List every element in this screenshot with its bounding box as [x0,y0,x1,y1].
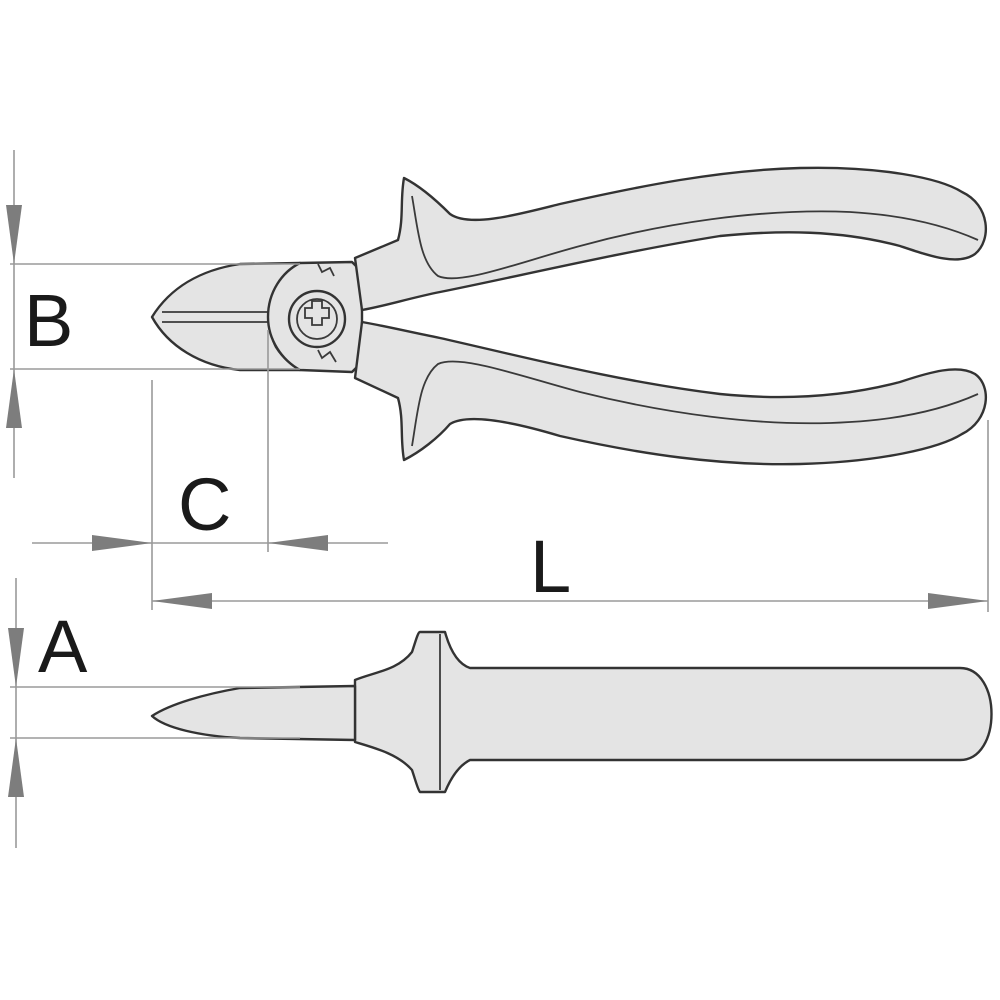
pliers-side-view [150,166,988,466]
pivot-notches [317,263,337,363]
top-view-handle [353,630,993,794]
dim-b-arrow-bottom [6,369,22,428]
dim-a-arrow-bottom [8,738,24,797]
dim-c-arrow-left [92,535,152,551]
dim-l-arrow-left [152,593,212,609]
dim-label-a: A [38,605,88,688]
dim-c-arrow-right [268,535,328,551]
pivot-rivet-slot [304,300,330,326]
dim-l-arrow-right [928,593,988,609]
lower-handle-grip-line [411,360,979,447]
dim-label-c: C [178,463,231,546]
pliers-top-view [150,630,993,794]
dim-a-arrow-top [8,628,24,687]
pivot-rivet-inner [296,298,338,340]
dim-label-l: L [530,525,571,608]
dim-label-b: B [24,279,73,362]
dimension-lines [6,150,989,848]
upper-handle [353,166,988,312]
lower-handle [353,320,988,466]
upper-handle-grip-line [411,195,979,280]
dim-b-arrow-top [6,205,22,264]
jaw-cutting-edge [162,311,272,323]
top-view-jaw [150,684,357,742]
